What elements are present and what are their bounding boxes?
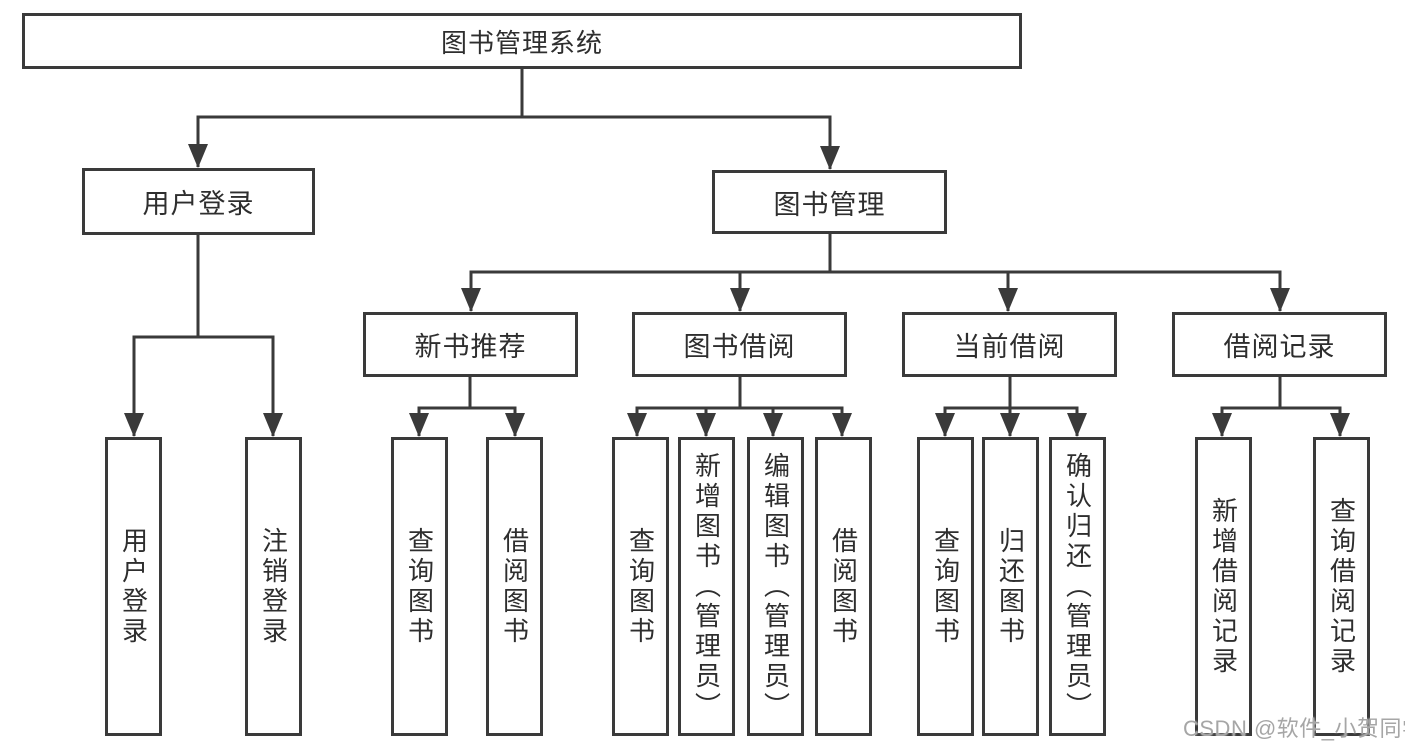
leaf-add-book-admin: 新增图书（管理员） <box>678 437 735 736</box>
leaf-return-book: 归还图书 <box>982 437 1039 736</box>
node-book-management: 图书管理 <box>712 170 947 234</box>
node-user-login: 用户登录 <box>82 168 315 235</box>
leaf-borrow-books-recommend: 借阅图书 <box>486 437 543 736</box>
node-borrow-records: 借阅记录 <box>1172 312 1387 377</box>
leaf-user-login: 用户登录 <box>105 437 162 736</box>
leaf-query-borrow-record: 查询借阅记录 <box>1313 437 1370 736</box>
leaf-logout: 注销登录 <box>245 437 302 736</box>
csdn-watermark: CSDN @软件_小贺同学 <box>1183 716 1405 741</box>
node-book-management-system: 图书管理系统 <box>22 13 1022 69</box>
leaf-add-borrow-record: 新增借阅记录 <box>1195 437 1252 736</box>
leaf-edit-book-admin: 编辑图书（管理员） <box>747 437 804 736</box>
leaf-confirm-return-admin: 确认归还（管理员） <box>1049 437 1106 736</box>
node-current-borrowing: 当前借阅 <box>902 312 1117 377</box>
leaf-query-books-recommend: 查询图书 <box>391 437 448 736</box>
leaf-borrow-books-borrowing: 借阅图书 <box>815 437 872 736</box>
leaf-query-books-borrowing: 查询图书 <box>612 437 669 736</box>
leaf-query-books-current: 查询图书 <box>917 437 974 736</box>
node-new-book-recommend: 新书推荐 <box>363 312 578 377</box>
node-book-borrowing: 图书借阅 <box>632 312 847 377</box>
